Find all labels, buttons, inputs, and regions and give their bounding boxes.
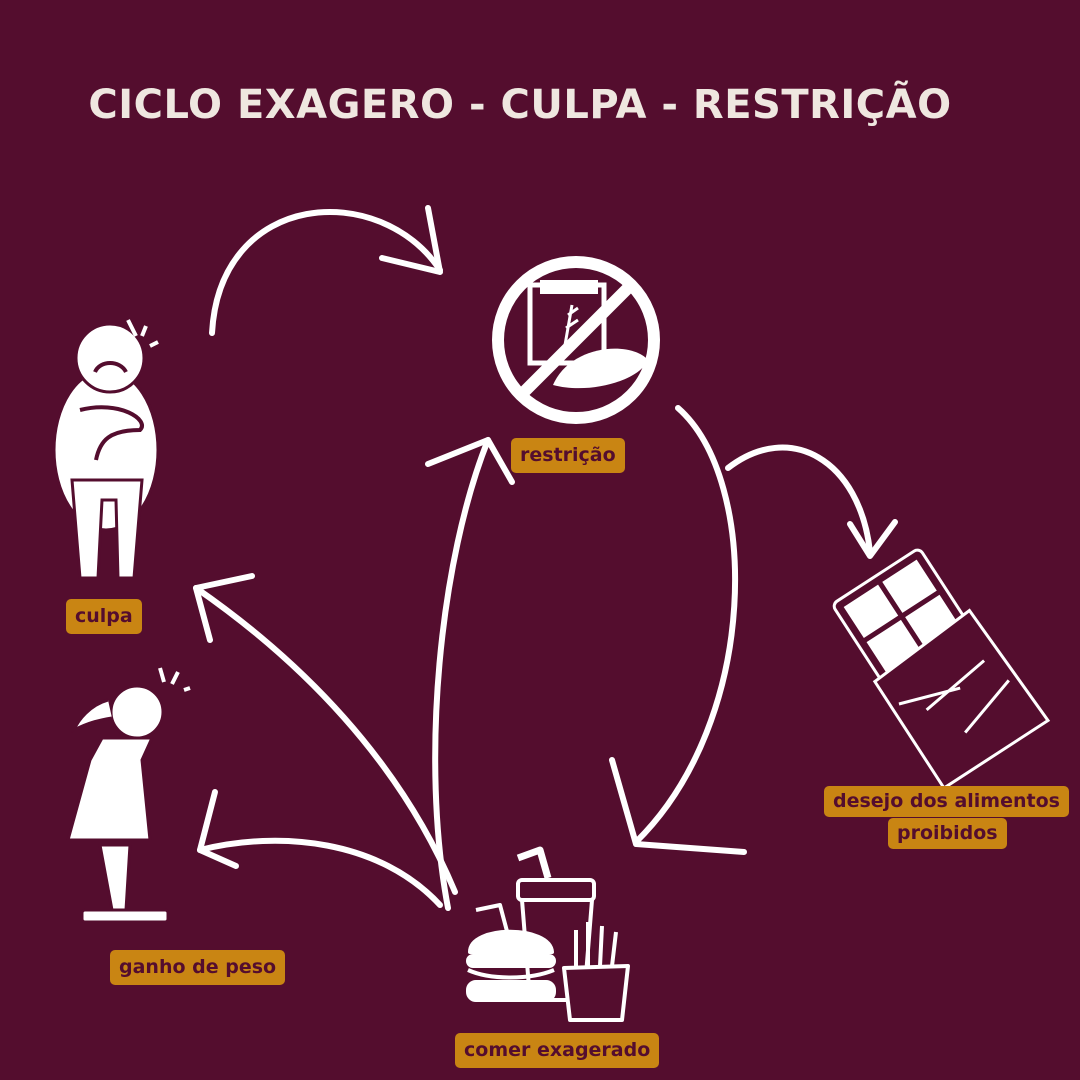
arrow-culpa-to-restricao xyxy=(209,208,443,336)
arrow-head xyxy=(609,757,747,855)
person-on-scale-icon xyxy=(66,667,191,924)
ganho-label: ganho de peso xyxy=(110,950,286,985)
guilty-person-icon xyxy=(52,319,160,580)
arrow-head xyxy=(197,789,239,869)
arrow-restricao-to-comer xyxy=(633,405,739,845)
page-title: CICLO EXAGERO - CULPA - RESTRIÇÃO xyxy=(88,82,952,128)
comer-label: comer exagerado xyxy=(455,1033,660,1068)
arrow-restricao-to-desejo xyxy=(725,444,873,555)
fast-food-icon xyxy=(466,846,630,1022)
no-bread-icon xyxy=(492,256,660,424)
arrow-head xyxy=(379,205,443,275)
desejo-label: desejo dos alimentos xyxy=(824,786,1069,817)
restricao-label: restrição xyxy=(511,438,625,473)
desejo-label-line1: desejo dos alimentos xyxy=(824,786,1069,817)
arrow-head xyxy=(193,573,255,643)
desejo-label-line2: proibidos xyxy=(888,818,1007,849)
chocolate-bar-icon xyxy=(832,548,1051,791)
culpa-label: culpa xyxy=(66,599,142,634)
arrow-comer-to-culpa xyxy=(193,585,458,895)
arrow-head xyxy=(425,437,515,485)
arrow-comer-to-ganho xyxy=(197,837,443,908)
arrow-head xyxy=(847,519,898,559)
arrow-comer-to-restricao xyxy=(432,437,491,911)
